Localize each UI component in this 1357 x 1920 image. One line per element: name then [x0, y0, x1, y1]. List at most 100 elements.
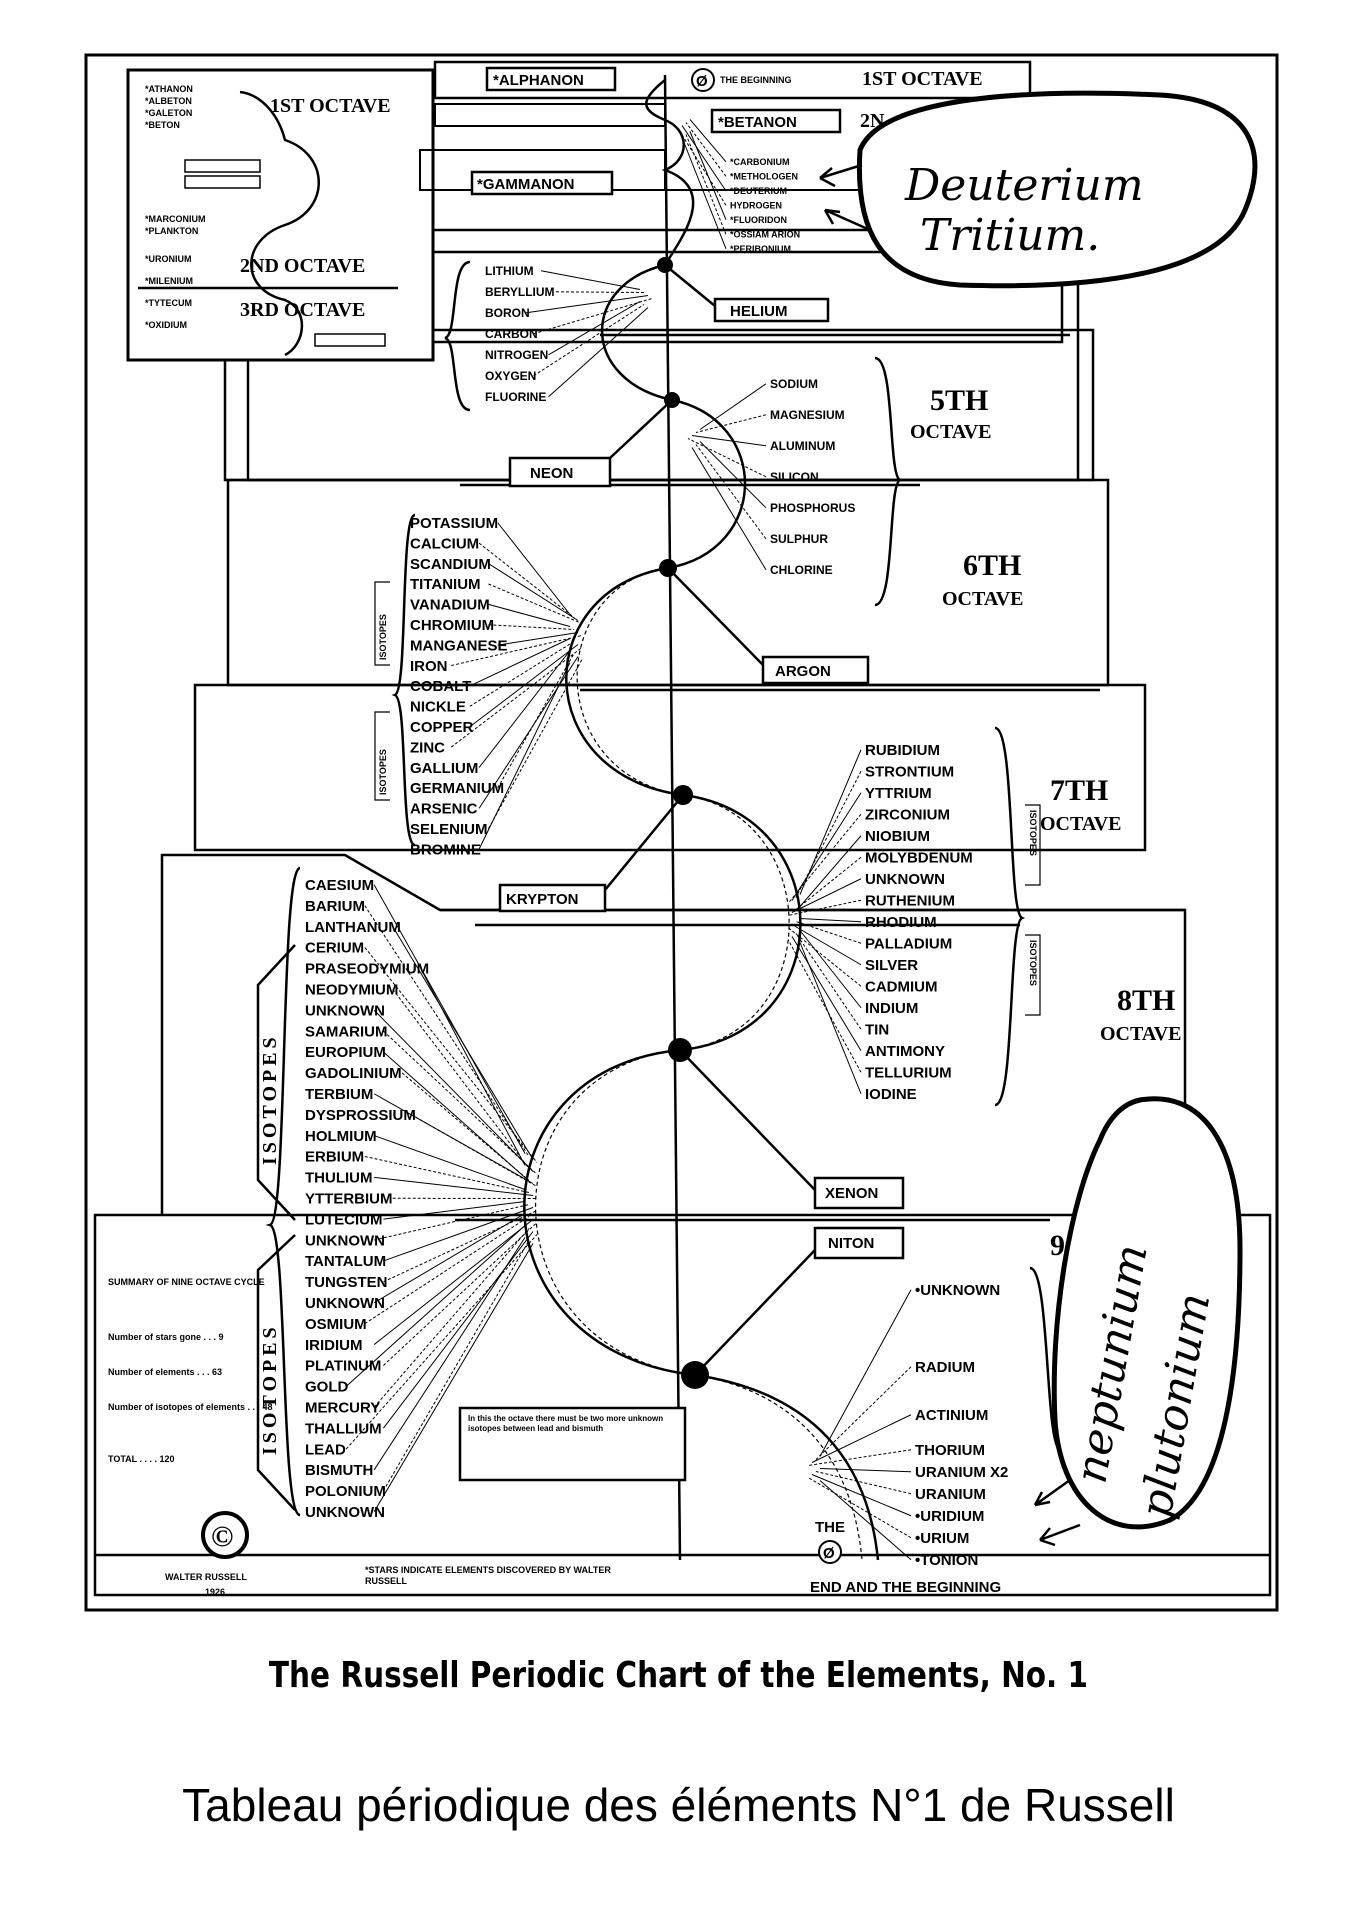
svg-text:Tritium.: Tritium.: [920, 210, 1100, 261]
element-label: BISMUTH: [305, 1462, 373, 1479]
element-label: NICKLE: [410, 699, 466, 716]
element-connector: [374, 1176, 534, 1196]
element-connector: [795, 856, 862, 910]
element-connector: [691, 447, 767, 571]
octave-5-num: 5TH: [930, 384, 988, 417]
element-label: BROMINE: [410, 841, 481, 858]
svg-text:*OXIDIUM: *OXIDIUM: [145, 320, 187, 330]
element-label: *FLUORIDON: [730, 215, 787, 225]
element-connector: [478, 542, 575, 618]
element-label: RUTHENIUM: [865, 893, 955, 910]
element-connector: [699, 383, 767, 430]
element-label: CARBON: [485, 327, 538, 341]
element-connector: [548, 301, 641, 356]
svg-text:*MARCONIUM: *MARCONIUM: [145, 214, 206, 224]
betanon-box: *BETANON: [718, 114, 797, 131]
element-connector: [345, 1234, 538, 1450]
element-connector: [795, 771, 862, 898]
group-seventh-octave-right: RUBIDIUMSTRONTIUMYTTRIUMZIRCONIUMNIOBIUM…: [787, 742, 973, 1103]
element-connector: [681, 125, 727, 192]
element-connector: [487, 659, 583, 829]
element-label: RUBIDIUM: [865, 742, 940, 759]
element-connector: [488, 624, 575, 630]
element-connector: [450, 647, 583, 748]
element-connector: [540, 270, 641, 290]
element-connector: [488, 563, 579, 621]
element-connector: [811, 1474, 912, 1517]
group-eighth-octave-left: CAESIUMBARIUMLANTHANUMCERIUMPRASEODYMIUM…: [305, 877, 538, 1521]
svg-text:ISOTOPES: ISOTOPES: [259, 1033, 281, 1165]
element-label: ZINC: [410, 739, 445, 756]
element-label: SILICON: [770, 470, 819, 484]
neon-box: NEON: [530, 465, 573, 482]
element-label: HOLMIUM: [305, 1128, 377, 1145]
element-connector: [685, 134, 727, 235]
element-label: PLATINUM: [305, 1358, 381, 1375]
element-label: MERCURY: [305, 1400, 380, 1417]
element-connector: [392, 926, 534, 1160]
element-label: ANTIMONY: [865, 1043, 945, 1060]
element-label: SILVER: [865, 957, 918, 974]
octave-8-num: 8TH: [1117, 984, 1175, 1017]
element-label: SULPHUR: [770, 532, 828, 546]
element-label: FLUORINE: [485, 390, 546, 404]
element-label: THALLIUM: [305, 1420, 382, 1437]
svg-text:*ATHANON: *ATHANON: [145, 84, 193, 94]
element-label: POTASSIUM: [410, 515, 498, 532]
element-connector: [787, 927, 862, 987]
svg-text:*GALETON: *GALETON: [145, 108, 192, 118]
element-connector: [497, 522, 571, 615]
element-connector: [799, 930, 862, 1009]
element-connector: [787, 899, 862, 916]
element-label: ALUMINUM: [770, 439, 835, 453]
element-connector: [373, 1228, 530, 1408]
gammanon-box: *GAMMANON: [477, 176, 575, 193]
element-label: ERBIUM: [305, 1149, 364, 1166]
group-sixth-octave-left: POTASSIUMCALCIUMSCANDIUMTITANIUMVANADIUM…: [410, 515, 583, 858]
element-connector: [497, 632, 579, 646]
element-label: NITROGEN: [485, 348, 548, 362]
end-symbol: Ø: [823, 1545, 835, 1562]
element-label: UNKNOWN: [305, 1295, 385, 1312]
element-connector: [815, 1471, 912, 1495]
element-connector: [799, 942, 862, 1094]
octave-6-word: OCTAVE: [942, 588, 1024, 610]
inset-content: 1ST OCTAVE *ATHANON *ALBETON *GALETON *B…: [138, 84, 398, 357]
element-label: MAGNESIUM: [770, 408, 845, 422]
svg-text:1ST OCTAVE: 1ST OCTAVE: [270, 95, 391, 117]
svg-text:*URONIUM: *URONIUM: [145, 254, 192, 264]
caption-english: The Russell Periodic Chart of the Elemen…: [268, 1655, 1089, 1696]
svg-text:ISOTOPES: ISOTOPES: [378, 614, 388, 660]
element-label: EUROPIUM: [305, 1044, 386, 1061]
element-label: TITANIUM: [410, 576, 481, 593]
element-connector: [699, 441, 767, 509]
svg-text:ISOTOPES: ISOTOPES: [259, 1323, 281, 1455]
element-label: NIOBIUM: [865, 828, 930, 845]
element-label: TERBIUM: [305, 1086, 373, 1103]
element-label: GOLD: [305, 1379, 348, 1396]
element-label: •UNKNOWN: [915, 1282, 1000, 1299]
element-connector: [791, 924, 862, 966]
element-label: BERYLLIUM: [485, 285, 555, 299]
svg-text:TOTAL . . . . 120: TOTAL . . . . 120: [108, 1454, 175, 1464]
element-label: PRASEODYMIUM: [305, 961, 429, 978]
russell-periodic-chart: *ALPHANON Ø THE BEGINNING 1ST OCTAVE *BE…: [84, 53, 1279, 1612]
element-connector: [364, 1216, 530, 1325]
element-label: GERMANIUM: [410, 780, 504, 797]
element-connector: [811, 1414, 912, 1463]
element-connector: [555, 291, 645, 293]
footer-author: WALTER RUSSELL: [165, 1572, 247, 1582]
element-connector: [689, 119, 727, 163]
svg-text:Number of stars gone . . . 9: Number of stars gone . . . 9: [108, 1332, 224, 1342]
element-label: ARSENIC: [410, 801, 478, 818]
element-label: URANIUM X2: [915, 1464, 1008, 1481]
element-label: YTTERBIUM: [305, 1191, 393, 1208]
argon-box: ARGON: [775, 663, 831, 680]
element-connector: [795, 921, 862, 944]
element-label: LANTHANUM: [305, 919, 401, 936]
element-label: RADIUM: [915, 1359, 975, 1376]
element-connector: [345, 1225, 526, 1387]
element-label: *OSSIAM ARION: [730, 230, 800, 240]
element-connector: [533, 304, 645, 377]
element-label: CAESIUM: [305, 877, 374, 894]
